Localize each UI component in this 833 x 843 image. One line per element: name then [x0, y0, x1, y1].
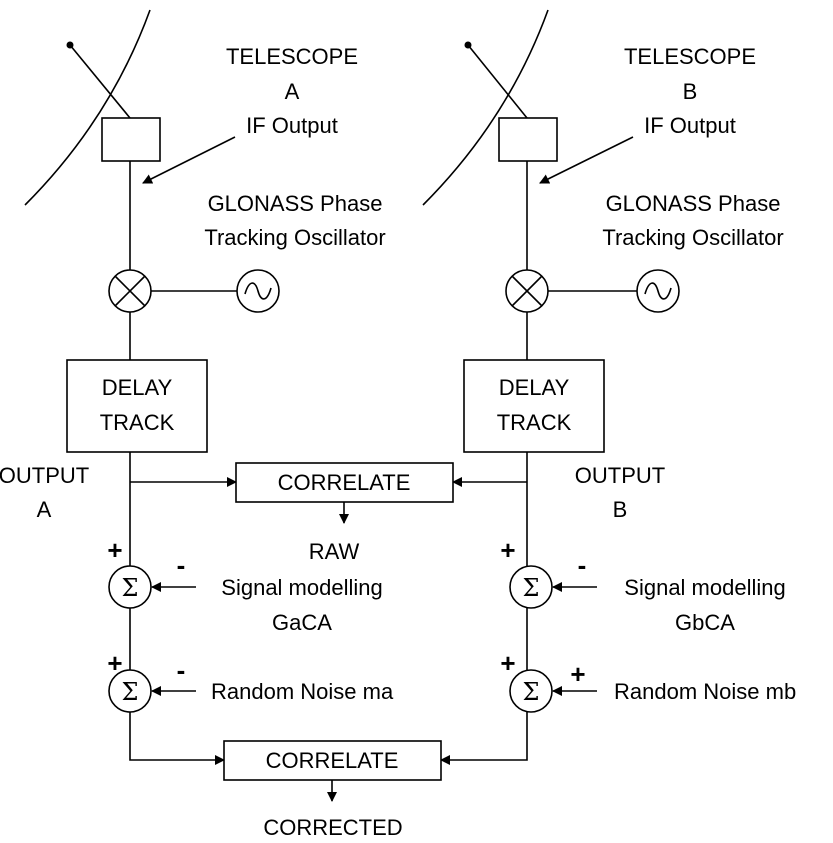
wire-a-to-corrected-correlator	[129, 712, 225, 765]
signal-model-b-line1: Signal modelling	[624, 575, 785, 600]
raw-output-label: RAW	[309, 539, 360, 564]
feed-rod-a	[69, 44, 131, 119]
telescope-b-title: TELESCOPE	[624, 44, 756, 69]
output-a-line2: A	[37, 497, 52, 522]
sum-b1-minus: -	[578, 550, 587, 580]
sigma-icon: Σ	[122, 574, 139, 602]
sum-a2-plus: +	[107, 648, 122, 678]
sigma-icon: Σ	[122, 678, 139, 706]
telescope-b-letter: B	[683, 79, 698, 104]
output-b-line1: OUTPUT	[575, 463, 665, 488]
sum-a1-minus: -	[177, 550, 186, 580]
oscillator-a-label-2: Tracking Oscillator	[204, 225, 385, 250]
dish-a	[24, 9, 151, 206]
telescope-a	[24, 9, 161, 206]
sum-b2-plus-right: +	[570, 659, 585, 689]
sigma-icon: Σ	[523, 574, 540, 602]
correlator-raw	[235, 462, 454, 503]
mixer-b	[505, 269, 549, 313]
wire-b-to-corrected-correlator	[440, 712, 528, 765]
feed-tip-a	[66, 41, 74, 49]
correlator-corrected-label: CORRELATE	[266, 748, 399, 773]
output-b-line2: B	[613, 497, 628, 522]
delay-b-line1: DELAY	[499, 375, 570, 400]
telescope-a-if-output: IF Output	[246, 113, 338, 138]
if-pointer-arrow-a	[142, 136, 236, 184]
sum-a1-plus: +	[107, 535, 122, 565]
delay-track-a	[66, 359, 208, 453]
delay-a-line1: DELAY	[102, 375, 173, 400]
correlator-corrected	[223, 740, 442, 781]
oscillator-b-label-2: Tracking Oscillator	[602, 225, 783, 250]
oscillator-b-label-1: GLONASS Phase	[606, 191, 781, 216]
telescope-b	[422, 9, 558, 206]
receiver-box-b	[498, 117, 558, 162]
corrected-output-label: CORRECTED	[263, 815, 402, 840]
telescope-a-letter: A	[285, 79, 300, 104]
oscillator-a	[236, 269, 280, 313]
sine-icon	[644, 282, 672, 300]
signal-model-a-line1: Signal modelling	[221, 575, 382, 600]
delay-track-b	[463, 359, 605, 453]
output-a-line1: OUTPUT	[0, 463, 89, 488]
signal-model-a-line2: GaCA	[272, 610, 332, 635]
summing-junction-b1: Σ	[509, 565, 553, 609]
summing-junction-b2: Σ	[509, 669, 553, 713]
dish-b	[422, 9, 549, 206]
telescope-b-if-output: IF Output	[644, 113, 736, 138]
correlator-raw-label: CORRELATE	[278, 470, 411, 495]
receiver-box-a	[101, 117, 161, 162]
delay-a-line2: TRACK	[100, 410, 175, 435]
telescope-a-title: TELESCOPE	[226, 44, 358, 69]
summing-junction-a1: Σ	[108, 565, 152, 609]
noise-b-label: Random Noise mb	[614, 679, 796, 704]
sum-b2-plus-left: +	[500, 648, 515, 678]
delay-b-line2: TRACK	[497, 410, 572, 435]
oscillator-b	[636, 269, 680, 313]
sine-icon	[244, 282, 272, 300]
feed-tip-b	[464, 41, 472, 49]
signal-model-b-line2: GbCA	[675, 610, 735, 635]
sum-b1-plus: +	[500, 535, 515, 565]
sum-a2-minus: -	[177, 655, 186, 685]
if-pointer-arrow-b	[539, 136, 634, 184]
feed-rod-b	[467, 44, 528, 119]
oscillator-a-label-1: GLONASS Phase	[208, 191, 383, 216]
mixer-a	[108, 269, 152, 313]
sigma-icon: Σ	[523, 678, 540, 706]
noise-a-label: Random Noise ma	[211, 679, 394, 704]
summing-junction-a2: Σ	[108, 669, 152, 713]
